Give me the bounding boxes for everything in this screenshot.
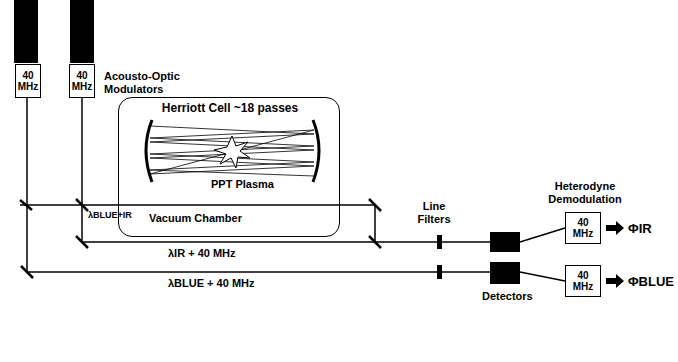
node-text: 40 MHz: [568, 270, 598, 292]
detector: [490, 232, 520, 252]
beam-passes: [150, 126, 314, 176]
line-filter: [437, 265, 442, 279]
annotation-label: λIR + 40 MHz: [168, 247, 236, 260]
node-text: 40 MHz: [18, 70, 39, 92]
modulator-box: 40 MHz: [565, 212, 601, 244]
node-text: PPT Plasma: [211, 178, 274, 190]
node-text: 40 MHz: [568, 217, 598, 239]
annotation-label: ΦBLUE: [628, 274, 674, 289]
herriott-mirror: [146, 120, 319, 182]
laser: [70, 0, 94, 63]
annotation-label: Detectors: [482, 290, 533, 303]
output-arrow: [606, 221, 624, 288]
detector: [490, 262, 520, 284]
beam-paths: [20, 98, 565, 281]
plasma-burst: [214, 136, 250, 168]
modulator-box: 40 MHz: [69, 64, 95, 98]
annotation-label: Line Filters: [414, 200, 454, 226]
turning-mirror: [20, 199, 381, 278]
annotation-label: λBLUE + 40 MHz: [168, 277, 255, 290]
node-text: Herriott Cell ~18 passes: [119, 101, 341, 115]
line-filter: [437, 235, 442, 249]
node-text: Vacuum Chamber: [149, 212, 242, 224]
modulator-box: 40 MHz: [565, 265, 601, 297]
annotation-label: λBLUE+IR: [88, 210, 132, 221]
laser: [14, 0, 38, 63]
annotation-label: Acousto-Optic Modulators: [104, 70, 182, 96]
annotation-label: ΦIR: [628, 221, 652, 236]
vacuum-chamber: Herriott Cell ~18 passesPPT PlasmaVacuum…: [118, 97, 340, 237]
node-text: 40 MHz: [72, 70, 93, 92]
modulator-box: 40 MHz: [15, 64, 41, 98]
annotation-label: Heterodyne Demodulation: [540, 180, 630, 206]
